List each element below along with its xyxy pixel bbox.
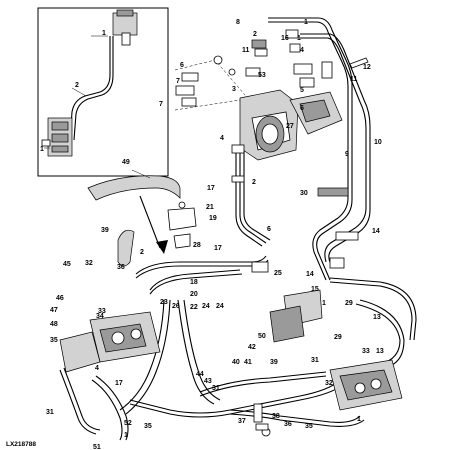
callout-label: 25 — [274, 270, 282, 277]
callout-label: 18 — [190, 279, 198, 286]
callout-label: 52 — [124, 420, 132, 427]
callout-label: 4 — [220, 135, 224, 142]
part-12 — [349, 57, 369, 69]
callout-label: 44 — [196, 371, 204, 378]
callout-label: 51 — [93, 444, 101, 450]
callout-label: 12 — [363, 64, 371, 71]
callout-label: 1 — [322, 300, 326, 307]
callout-label: 2 — [140, 249, 144, 256]
callout-label: 40 — [232, 359, 240, 366]
callout-label: 4 — [300, 47, 304, 54]
callout-label: 1 — [357, 416, 361, 423]
callout-label: 33 — [362, 348, 370, 355]
hose-39 — [117, 229, 135, 267]
callout-label: 27 — [286, 123, 294, 130]
callout-label: 32 — [325, 380, 333, 387]
callout-label: 26 — [172, 303, 180, 310]
callout-label: 17 — [207, 185, 215, 192]
callout-label: 14 — [372, 228, 380, 235]
callout-label: 3 — [232, 86, 236, 93]
middle-valve-block — [269, 289, 323, 343]
callout-label: 8 — [236, 19, 240, 26]
callout-label: 14 — [306, 271, 314, 278]
hose-9-10 — [268, 17, 371, 281]
callout-label: 45 — [63, 261, 71, 268]
callout-label: 2 — [75, 82, 79, 89]
callout-label: 41 — [244, 359, 252, 366]
right-valve-block — [329, 359, 403, 411]
clamps — [251, 187, 359, 273]
callout-label: 24 — [216, 303, 224, 310]
callout-label: 1 — [304, 19, 308, 26]
bolt-assembly — [253, 403, 271, 437]
callout-label: 5 — [300, 87, 304, 94]
hose-49 — [87, 169, 181, 254]
callout-label: 53 — [258, 72, 266, 79]
callout-label: 22 — [190, 304, 198, 311]
callout-label: 47 — [50, 307, 58, 314]
figure-id: LX218788 — [6, 441, 36, 448]
callout-label: 42 — [248, 344, 256, 351]
callout-label: 11 — [242, 47, 250, 54]
callout-label: 24 — [202, 303, 210, 310]
callout-label: 19 — [209, 215, 217, 222]
callout-label: 29 — [334, 334, 342, 341]
callout-label: 36 — [284, 421, 292, 428]
callout-label: 17 — [214, 245, 222, 252]
callout-label: 7 — [176, 78, 180, 85]
callout-label: 48 — [50, 321, 58, 328]
callout-label: 39 — [101, 227, 109, 234]
callout-label: 20 — [190, 291, 198, 298]
hose-2-6-17 — [231, 144, 271, 247]
callout-label: 36 — [117, 264, 125, 271]
callout-label: 31 — [311, 357, 319, 364]
callout-label: 37 — [238, 418, 246, 425]
callout-label: 1 — [102, 30, 106, 37]
callout-label: 2 — [252, 179, 256, 186]
callout-label: 4 — [95, 365, 99, 372]
callout-label: 35 — [305, 423, 313, 430]
callout-label: 11 — [350, 76, 358, 83]
callout-label: 31 — [46, 409, 54, 416]
callout-label: 6 — [180, 62, 184, 69]
callout-label: 1 — [124, 432, 128, 439]
callout-label: 2 — [253, 31, 257, 38]
callout-label: 17 — [115, 380, 123, 387]
callout-label: 38 — [272, 413, 280, 420]
callout-label: 6 — [300, 105, 304, 112]
callout-label: 30 — [300, 190, 308, 197]
callout-label: 6 — [267, 226, 271, 233]
callout-label: 15 — [311, 286, 319, 293]
callout-label: 35 — [144, 423, 152, 430]
callout-label: 34 — [96, 313, 104, 320]
callout-label: 21 — [206, 204, 214, 211]
callout-label: 35 — [50, 337, 58, 344]
callout-label: 29 — [345, 300, 353, 307]
steering-valve-assembly — [174, 29, 343, 161]
callout-label: 33 — [98, 308, 106, 315]
callout-label: 28 — [193, 242, 201, 249]
callout-label: 23 — [160, 299, 168, 306]
callout-label: 49 — [122, 159, 130, 166]
callout-label: 10 — [374, 139, 382, 146]
callout-label: 50 — [258, 333, 266, 340]
callout-label: 46 — [56, 295, 64, 302]
callout-label: 32 — [85, 260, 93, 267]
callout-label: 1 — [40, 146, 44, 153]
inset-view — [37, 7, 169, 177]
callout-label: 13 — [376, 348, 384, 355]
callout-label: 7 — [159, 101, 163, 108]
callout-label: 16 — [281, 35, 289, 42]
callout-labels: 1 2 1 8 1 2 16 1 4 11 12 6 53 11 3 5 7 6… — [40, 19, 384, 450]
bracket-group — [167, 201, 197, 249]
callout-label: 39 — [270, 359, 278, 366]
callout-label: 9 — [345, 151, 349, 158]
left-valve-block — [59, 311, 161, 373]
callout-label: 31 — [212, 385, 220, 392]
callout-label: 43 — [204, 378, 212, 385]
callout-label: 13 — [373, 314, 381, 321]
callout-label: 1 — [297, 35, 301, 42]
